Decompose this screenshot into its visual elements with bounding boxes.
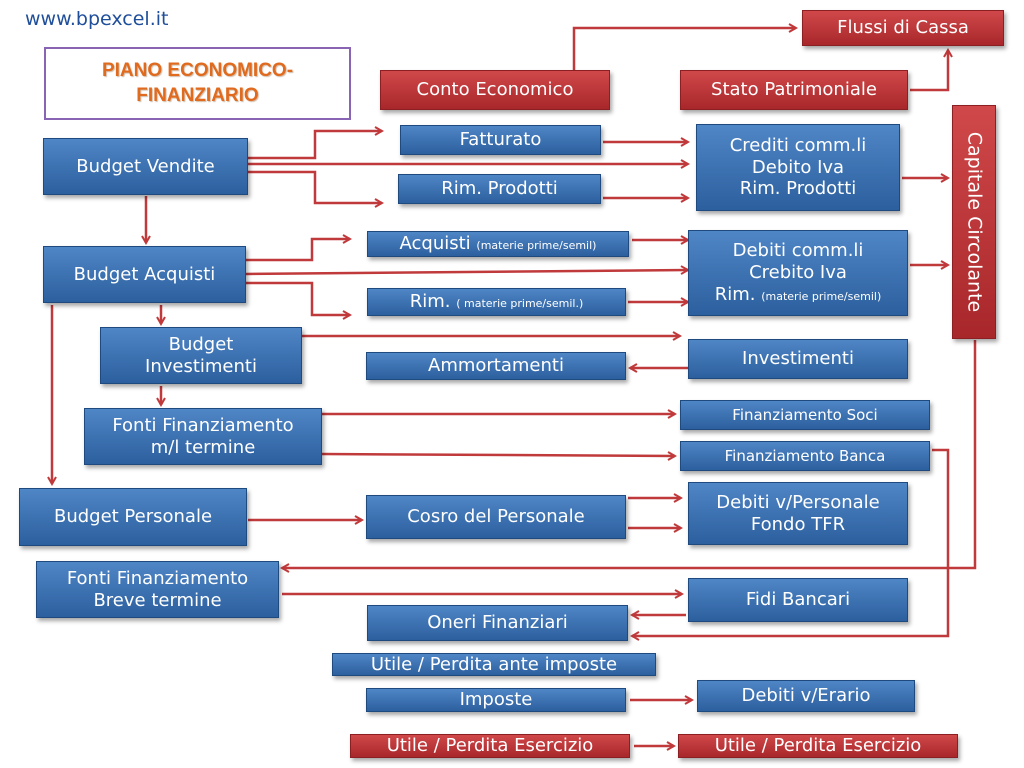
oneri-finanziari-box: Oneri Finanziari [367, 605, 628, 641]
fatturato-label: Fatturato [459, 129, 542, 151]
debiti-rim-note-text: (materie prime/semil) [761, 289, 882, 303]
budget-personale-label: Budget Personale [53, 506, 213, 528]
debiti-personale-line-1: Debiti v/Personale [716, 491, 880, 513]
utile-ante-imposte-label: Utile / Perdita ante imposte [370, 653, 618, 675]
arrow-ce-flussi [572, 28, 796, 70]
debiti-erario-box: Debiti v/Erario [697, 680, 915, 712]
title-box: PIANO ECONOMICO- FINANZIARIO [44, 47, 351, 120]
crediti-box: Crediti comm.li Debito Iva Rim. Prodotti [696, 124, 900, 211]
fonti-breve-label-1: Fonti Finanziamento [66, 567, 249, 589]
arrow-fonti-banca [321, 454, 675, 456]
flussi-di-cassa-label: Flussi di Cassa [837, 17, 969, 39]
acquisti-main-text: Acquisti [399, 233, 471, 255]
fonti-ml-label-1: Fonti Finanziamento [112, 414, 294, 436]
budget-personale-box: Budget Personale [19, 488, 247, 546]
acquisti-label: Acquisti (materie prime/semil) [400, 233, 597, 255]
conto-economico-box: Conto Economico [380, 70, 610, 110]
rim-main-text: Rim. [409, 291, 451, 313]
utile-esercizio-left-box: Utile / Perdita Esercizio [350, 734, 630, 758]
imposte-label: Imposte [459, 689, 533, 711]
debiti-comm-line-1: Debiti comm.li [732, 240, 864, 262]
costo-personale-box: Cosro del Personale [366, 495, 626, 539]
conto-economico-label: Conto Economico [416, 79, 574, 101]
crediti-line-3: Rim. Prodotti [739, 178, 857, 200]
crediti-line-1: Crediti comm.li [729, 134, 867, 156]
arrow-acquisti-rim [246, 281, 350, 315]
debiti-personale-box: Debiti v/Personale Fondo TFR [688, 482, 908, 545]
debiti-comm-box: Debiti comm.li Crebito Iva Rim. (materie… [688, 230, 908, 316]
debiti-comm-line-3: Rim. (materie prime/semil) [715, 284, 882, 306]
flussi-di-cassa-box: Flussi di Cassa [802, 10, 1004, 46]
arrow-acquisti-acquisti [246, 239, 350, 262]
fonti-ml-termine-box: Fonti Finanziamento m/l termine [84, 408, 322, 465]
budget-vendite-label: Budget Vendite [76, 155, 215, 177]
fonti-breve-termine-box: Fonti Finanziamento Breve termine [36, 561, 279, 618]
budget-vendite-box: Budget Vendite [43, 138, 248, 195]
investimenti-box: Investimenti [688, 339, 908, 379]
stato-patrimoniale-box: Stato Patrimoniale [680, 70, 908, 110]
budget-acquisti-box: Budget Acquisti [43, 246, 246, 303]
budget-investimenti-label-1: Budget [168, 333, 234, 355]
finanziamento-soci-box: Finanziamento Soci [680, 400, 930, 430]
acquisti-box: Acquisti (materie prime/semil) [367, 231, 629, 257]
rim-note-text: ( materie prime/semil.) [456, 297, 584, 311]
ammortamenti-label: Ammortamenti [428, 355, 564, 377]
rim-materie-box: Rim. ( materie prime/semil.) [367, 288, 626, 316]
budget-acquisti-label: Budget Acquisti [73, 263, 216, 285]
utile-esercizio-left-label: Utile / Perdita Esercizio [386, 735, 594, 757]
stato-patrimoniale-label: Stato Patrimoniale [711, 79, 877, 101]
rim-materie-label: Rim. ( materie prime/semil.) [410, 291, 584, 313]
arrow-cc-fonti-breve [282, 340, 977, 568]
arrow-vendite-fatturato [248, 131, 382, 160]
investimenti-label: Investimenti [742, 348, 854, 370]
finanziamento-banca-label: Finanziamento Banca [724, 446, 886, 465]
fatturato-box: Fatturato [400, 125, 601, 155]
finanziamento-soci-label: Finanziamento Soci [732, 405, 878, 424]
utile-ante-imposte-box: Utile / Perdita ante imposte [332, 653, 656, 676]
arrow-banca-oneri [632, 448, 950, 636]
debiti-rim-main-text: Rim. [714, 283, 756, 305]
acquisti-note-text: (materie prime/semil) [476, 239, 597, 253]
fonti-ml-label-2: m/l termine [150, 436, 256, 458]
costo-personale-label: Cosro del Personale [407, 506, 585, 528]
oneri-finanziari-label: Oneri Finanziari [427, 612, 568, 634]
page-title: PIANO ECONOMICO- FINANZIARIO [102, 59, 293, 108]
title-line-2: FINANZIARIO [136, 84, 259, 106]
rim-prodotti-label: Rim. Prodotti [441, 178, 558, 200]
debiti-erario-label: Debiti v/Erario [741, 685, 871, 707]
debiti-personale-line-2: Fondo TFR [750, 513, 846, 535]
budget-investimenti-label-2: Investimenti [145, 355, 257, 377]
site-url[interactable]: www.bpexcel.it [25, 8, 169, 30]
finanziamento-banca-box: Finanziamento Banca [680, 441, 930, 471]
ammortamenti-box: Ammortamenti [366, 352, 626, 380]
crediti-line-2: Debito Iva [751, 156, 845, 178]
capitale-circolante-label: Capitale Circolante [963, 131, 986, 313]
title-line-1: PIANO ECONOMICO- [101, 60, 294, 82]
utile-esercizio-right-label: Utile / Perdita Esercizio [714, 735, 922, 757]
fidi-bancari-box: Fidi Bancari [688, 578, 908, 622]
imposte-box: Imposte [366, 688, 626, 712]
rim-prodotti-box: Rim. Prodotti [398, 174, 601, 204]
fonti-breve-label-2: Breve termine [93, 589, 222, 611]
utile-esercizio-right-box: Utile / Perdita Esercizio [678, 734, 958, 758]
arrow-vendite-rim [248, 170, 382, 203]
arrow-acquisti-debiti [245, 270, 688, 276]
budget-investimenti-box: Budget Investimenti [100, 327, 302, 384]
arrow-sp-flussi [910, 50, 948, 92]
debiti-comm-line-2: Crebito Iva [749, 262, 847, 284]
fidi-bancari-label: Fidi Bancari [745, 589, 851, 611]
capitale-circolante-box: Capitale Circolante [952, 105, 996, 339]
